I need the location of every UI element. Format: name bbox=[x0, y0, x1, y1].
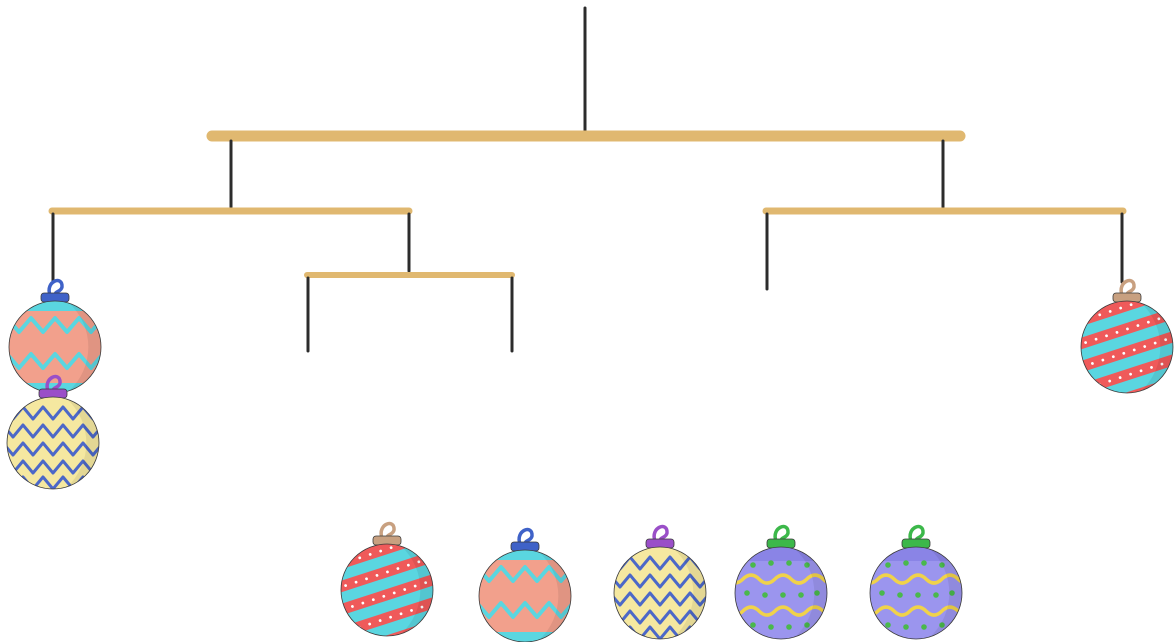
ornament-stripes-red-hanging[interactable] bbox=[1048, 278, 1174, 410]
hanging-ornaments bbox=[0, 278, 1174, 490]
ornament-stripes-red[interactable] bbox=[308, 521, 467, 642]
ornament-waves-lavender-2[interactable] bbox=[846, 524, 1006, 640]
ornament-zigzag-cream[interactable] bbox=[600, 524, 730, 640]
ornament-waves-lavender-1[interactable] bbox=[711, 524, 871, 640]
ornament-tray bbox=[308, 521, 1006, 642]
mobile-frame bbox=[48, 6, 1127, 353]
ornament-zigzag-salmon[interactable] bbox=[465, 527, 597, 642]
ornament-zigzag-salmon-hanging[interactable] bbox=[0, 278, 127, 394]
ornament-zigzag-cream-hanging[interactable] bbox=[0, 374, 123, 490]
